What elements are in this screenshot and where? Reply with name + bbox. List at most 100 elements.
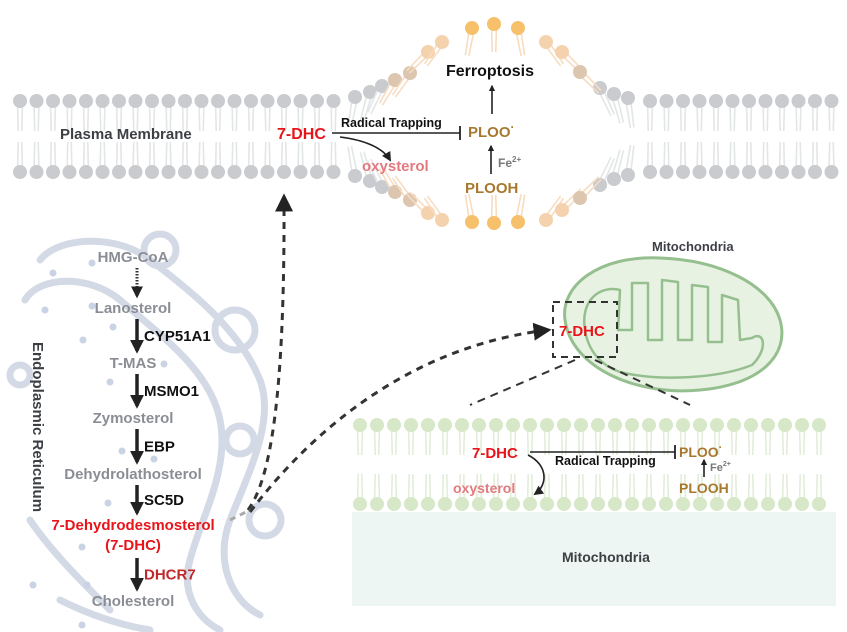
lipid-head xyxy=(693,418,707,432)
lipid-head xyxy=(293,165,308,179)
er-metabolite-0: HMG-CoA xyxy=(98,249,169,266)
lipid-head xyxy=(194,94,209,108)
inset-ploo-text: PLOO xyxy=(679,444,719,460)
lipid-head xyxy=(709,94,723,108)
lipid-head xyxy=(625,497,639,511)
lipid-head xyxy=(421,206,435,220)
lipid-head xyxy=(29,165,44,179)
pm-fe-label: Fe2+ xyxy=(498,155,521,170)
lipid-head xyxy=(489,497,503,511)
lipid-head xyxy=(625,418,639,432)
lipid-head xyxy=(693,497,707,511)
lipid-head xyxy=(742,94,756,108)
inset-fe-label: Fe2+ xyxy=(710,461,731,474)
lipid-head xyxy=(591,418,605,432)
er-metabolite-5: 7-Dehydrodesmosterol xyxy=(51,517,214,534)
lipid-head xyxy=(557,497,571,511)
lipid-head xyxy=(438,418,452,432)
lipid-head xyxy=(46,165,60,179)
lipid-head xyxy=(758,165,773,179)
lipid-head xyxy=(421,45,435,59)
mito-7dhc-label: 7-DHC xyxy=(559,323,605,340)
lipid-head xyxy=(310,94,324,108)
lipid-head xyxy=(778,418,792,432)
lipid-head xyxy=(540,497,554,511)
lipid-head xyxy=(465,215,479,229)
er-enzyme-dhcr7: DHCR7 xyxy=(144,567,196,584)
lipid-head xyxy=(643,94,657,108)
inset-oxysterol-arrow xyxy=(527,454,545,496)
er-enzyme-ebp: EBP xyxy=(144,439,175,456)
mitochondria-matrix-box xyxy=(352,512,836,606)
lipid-head xyxy=(227,165,242,179)
plasma-membrane-bilayer xyxy=(13,17,839,230)
lipid-head xyxy=(112,165,126,179)
pm-7dhc-label: 7-DHC xyxy=(277,126,326,143)
lipid-head xyxy=(791,165,806,179)
lipid-head xyxy=(178,94,192,108)
lipid-head xyxy=(363,85,377,99)
lipid-head xyxy=(79,94,93,108)
lipid-head xyxy=(387,497,401,511)
lipid-head xyxy=(421,418,435,432)
lipid-head xyxy=(511,215,525,229)
lipid-head xyxy=(812,497,826,511)
lipid-head xyxy=(824,94,839,108)
lipid-head xyxy=(775,165,789,179)
lipid-head xyxy=(128,94,143,108)
lipid-head xyxy=(95,165,110,179)
mitochondria-matrix-label: Mitochondria xyxy=(562,549,650,565)
lipid-head xyxy=(472,418,486,432)
lipid-head xyxy=(744,497,758,511)
lipid-head xyxy=(277,165,291,179)
lipid-head xyxy=(13,94,27,108)
er-metabolite-3: Zymosterol xyxy=(93,410,174,427)
lipid-head xyxy=(227,94,242,108)
lipid-head xyxy=(363,174,377,188)
lipid-head xyxy=(593,81,607,95)
lipid-head xyxy=(574,418,588,432)
lipid-head xyxy=(161,94,176,108)
endoplasmic-reticulum-shape xyxy=(6,230,285,632)
lipid-head xyxy=(607,172,621,186)
lipid-head xyxy=(472,497,486,511)
lipid-head xyxy=(573,191,587,205)
er-metabolite-6: Cholesterol xyxy=(92,593,175,610)
lipid-head xyxy=(607,87,621,101)
lipid-head xyxy=(79,165,93,179)
lipid-head xyxy=(489,418,503,432)
lipid-head xyxy=(260,94,275,108)
lipid-head xyxy=(659,418,673,432)
lipid-head xyxy=(727,497,741,511)
lipid-head xyxy=(523,418,537,432)
lipid-head xyxy=(710,418,724,432)
lipid-head xyxy=(555,45,569,59)
lipid-head xyxy=(62,165,77,179)
lipid-head xyxy=(244,165,258,179)
lipid-head xyxy=(310,165,324,179)
lipid-head xyxy=(506,497,520,511)
inset-ploo-radical-dot: · xyxy=(719,442,723,454)
lipid-head xyxy=(725,94,740,108)
lipid-head xyxy=(46,94,60,108)
ribosome-dots xyxy=(29,259,168,629)
lipid-head xyxy=(692,165,707,179)
lipid-head xyxy=(725,165,740,179)
lipid-head xyxy=(370,418,384,432)
lipid-head xyxy=(761,418,775,432)
lipid-head xyxy=(744,418,758,432)
lipid-head xyxy=(438,497,452,511)
er-enzyme-msmo1: MSMO1 xyxy=(144,383,199,400)
inset-fe-charge: 2+ xyxy=(723,461,731,468)
er-pathway: HMG-CoALanosterolT-MASCYP51A1ZymosterolM… xyxy=(51,249,214,610)
lipid-head xyxy=(539,35,553,49)
lipid-head xyxy=(326,94,341,108)
lipid-head xyxy=(370,497,384,511)
lipid-head xyxy=(727,418,741,432)
lipid-head xyxy=(540,418,554,432)
lipid-head xyxy=(659,497,673,511)
inset-oxysterol-label: oxysterol xyxy=(453,480,515,496)
lipid-head xyxy=(435,213,449,227)
lipid-head xyxy=(29,94,44,108)
pm-ploo-label: PLOO· xyxy=(468,120,515,141)
